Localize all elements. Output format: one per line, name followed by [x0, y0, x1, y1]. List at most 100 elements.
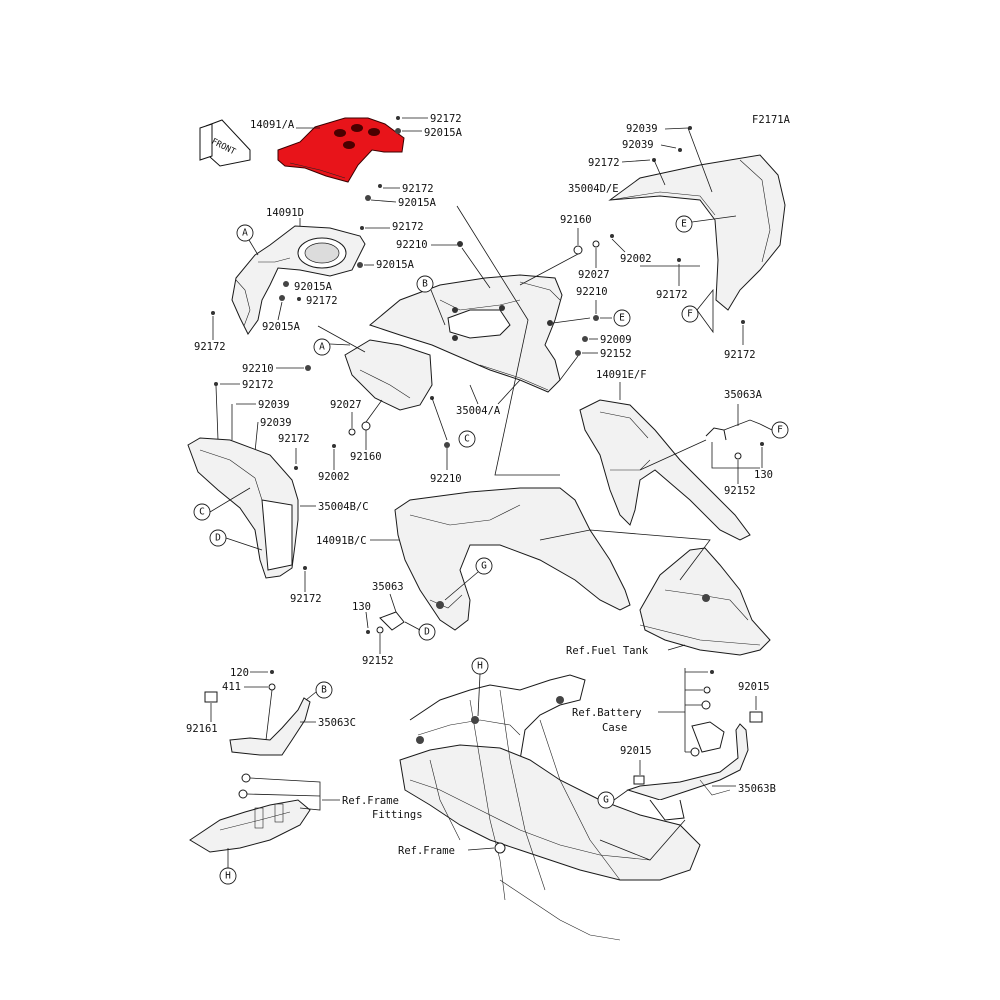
label-92172-e: 92172 — [194, 341, 226, 353]
callout-C-2: C — [193, 503, 211, 521]
svg-text:A: A — [242, 228, 248, 239]
part-14091BC[interactable] — [394, 487, 631, 631]
svg-text:F: F — [687, 309, 693, 320]
label-35004DE: 35004D/E — [568, 183, 619, 195]
label-92172-a: 92172 — [430, 113, 462, 125]
label-ref-frame: Ref.Frame — [398, 845, 455, 857]
svg-text:B: B — [422, 279, 428, 290]
part-35063B[interactable] — [626, 723, 749, 821]
label-35063C: 35063C — [318, 717, 356, 729]
label-92152-b: 92152 — [724, 485, 756, 497]
label-92002-b: 92002 — [620, 253, 652, 265]
label-92027-b: 92027 — [578, 269, 610, 281]
label-92160-b: 92160 — [560, 214, 592, 226]
label-35004A: 35004/A — [456, 405, 501, 417]
part-main-frame — [399, 674, 701, 941]
callout-G-2: G — [597, 791, 615, 809]
label-92152-c: 92152 — [362, 655, 394, 667]
label-130-a: 130 — [754, 469, 773, 481]
part-35004BC[interactable] — [187, 437, 299, 579]
label-ref-battery-1: Ref.Battery — [572, 707, 642, 719]
callout-E-1: E — [675, 215, 693, 233]
label-92015A-c: 92015A — [376, 259, 415, 271]
callout-B-1: B — [416, 275, 434, 293]
svg-text:G: G — [603, 795, 609, 806]
label-35063A: 35063A — [724, 389, 763, 401]
label-92027-a: 92027 — [330, 399, 362, 411]
callout-F-2: F — [771, 421, 789, 439]
label-92172-i: 92172 — [588, 157, 620, 169]
label-ref-frame-fittings-1: Ref.Frame — [342, 795, 399, 807]
label-92172-c: 92172 — [392, 221, 424, 233]
callout-A-1: A — [236, 224, 254, 242]
label-92009: 92009 — [600, 334, 632, 346]
part-14091EF[interactable] — [579, 399, 751, 541]
label-130-b: 130 — [352, 601, 371, 613]
svg-text:A: A — [319, 342, 325, 353]
callout-C-1: C — [458, 430, 476, 448]
svg-text:G: G — [481, 561, 487, 572]
label-92161: 92161 — [186, 723, 218, 735]
part-frame-fitting — [189, 799, 311, 853]
part-35004A[interactable] — [344, 274, 563, 411]
label-92210-c: 92210 — [430, 473, 462, 485]
label-92039-b: 92039 — [260, 417, 292, 429]
label-92015-a: 92015 — [738, 681, 770, 693]
svg-text:C: C — [199, 507, 205, 518]
label-92210-d: 92210 — [576, 286, 608, 298]
label-14091A: 14091/A — [250, 119, 295, 131]
svg-text:C: C — [464, 434, 470, 445]
callout-G-1: G — [475, 557, 493, 575]
callout-H-1: H — [219, 867, 237, 885]
front-arrow-icon: FRONT — [199, 119, 251, 167]
label-14091EF: 14091E/F — [596, 369, 647, 381]
callout-F-1: F — [681, 305, 699, 323]
label-92160-a: 92160 — [350, 451, 382, 463]
label-411: 411 — [222, 681, 241, 693]
svg-text:D: D — [424, 627, 430, 638]
part-92161[interactable] — [204, 691, 218, 703]
callout-A-2: A — [313, 338, 331, 356]
label-ref-fuel-tank: Ref.Fuel Tank — [566, 645, 649, 657]
label-92172-b: 92172 — [402, 183, 434, 195]
part-35004DE[interactable] — [608, 154, 786, 311]
label-35063: 35063 — [372, 581, 404, 593]
label-92172-d: 92172 — [306, 295, 338, 307]
diagram-code: F2171A — [752, 114, 791, 126]
callout-E-2: E — [613, 309, 631, 327]
svg-text:E: E — [681, 219, 687, 230]
label-92015A-a: 92015A — [424, 127, 463, 139]
part-14091A-highlighted[interactable] — [277, 117, 405, 183]
part-14091D[interactable] — [231, 225, 366, 335]
callout-D-2: D — [418, 623, 436, 641]
svg-text:B: B — [321, 685, 327, 696]
label-14091BC: 14091B/C — [316, 535, 367, 547]
label-92172-j: 92172 — [656, 289, 688, 301]
label-92002-a: 92002 — [318, 471, 350, 483]
part-35063C[interactable] — [229, 697, 311, 756]
label-92015A-b: 92015A — [398, 197, 437, 209]
label-ref-frame-fittings-2: Fittings — [372, 809, 423, 821]
label-92172-g: 92172 — [278, 433, 310, 445]
label-ref-battery-2: Case — [602, 722, 627, 734]
callout-B-2: B — [315, 681, 333, 699]
label-92039-a: 92039 — [258, 399, 290, 411]
label-92210-a: 92210 — [242, 363, 274, 375]
label-92015-b: 92015 — [620, 745, 652, 757]
label-14091D: 14091D — [266, 207, 304, 219]
svg-text:D: D — [215, 533, 221, 544]
svg-text:H: H — [477, 661, 483, 672]
label-120: 120 — [230, 667, 249, 679]
label-92172-k: 92172 — [724, 349, 756, 361]
part-battery-bracket — [691, 721, 725, 753]
label-92172-f: 92172 — [242, 379, 274, 391]
label-92172-h: 92172 — [290, 593, 322, 605]
svg-text:F: F — [777, 425, 783, 436]
label-35063B: 35063B — [738, 783, 776, 795]
svg-text:E: E — [619, 313, 625, 324]
label-35004BC: 35004B/C — [318, 501, 369, 513]
label-92015A-d: 92015A — [294, 281, 333, 293]
label-92152-a: 92152 — [600, 348, 632, 360]
callout-D-1: D — [209, 529, 227, 547]
